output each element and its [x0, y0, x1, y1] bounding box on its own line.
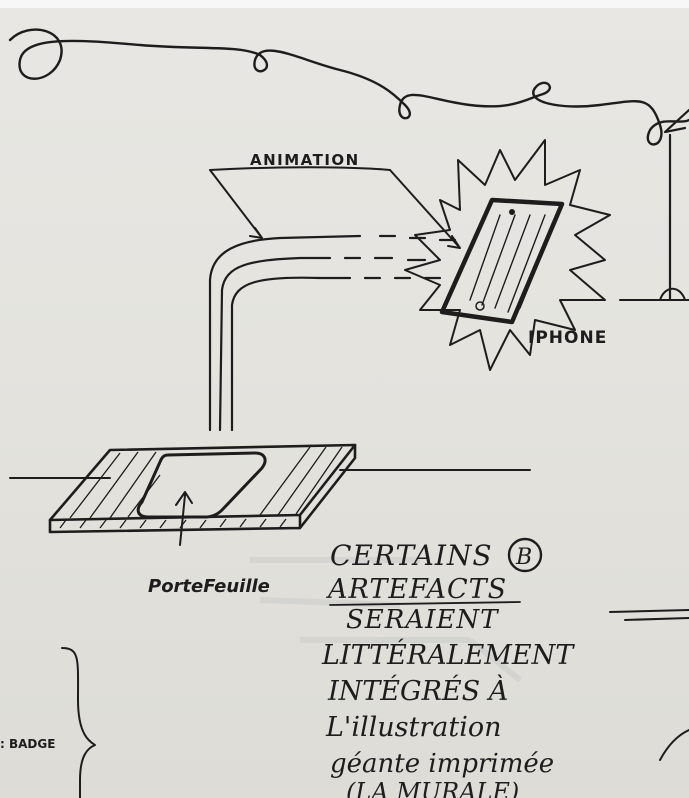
- note-line-7: géante imprimée: [330, 749, 554, 779]
- note-line-3: SERAIENT: [346, 605, 499, 635]
- circle-letter: B: [515, 545, 532, 570]
- note-line-6: L'illustration: [325, 712, 502, 743]
- label-badge: : BADGE: [0, 737, 55, 751]
- left-bracket: [62, 648, 95, 798]
- label-iphone: IPHONE: [528, 328, 607, 348]
- note-line-1: CERTAINS: [330, 539, 493, 572]
- handwritten-note: CERTAINS B ARTEFACTS SERAIENT LITTÉRALEM…: [321, 539, 575, 798]
- note-line-2: ARTEFACTS: [325, 574, 507, 605]
- note-line-4: LITTÉRALEMENT: [321, 638, 575, 671]
- wallet-reader-drawing: [50, 445, 355, 545]
- note-line-8: (LA MURALE): [346, 778, 519, 798]
- animation-wires: [210, 236, 455, 430]
- iphone-drawing: [442, 200, 562, 322]
- looping-string-line: [10, 30, 689, 145]
- label-portefeuille: PorteFeuille: [148, 576, 270, 597]
- animation-arrow-left: [210, 170, 262, 238]
- animation-arrow-right: [390, 170, 460, 248]
- note-line-5: INTÉGRÉS À: [327, 674, 508, 707]
- right-connector: [620, 289, 689, 300]
- right-double-line: [610, 610, 689, 620]
- right-curve-mark: [660, 730, 689, 760]
